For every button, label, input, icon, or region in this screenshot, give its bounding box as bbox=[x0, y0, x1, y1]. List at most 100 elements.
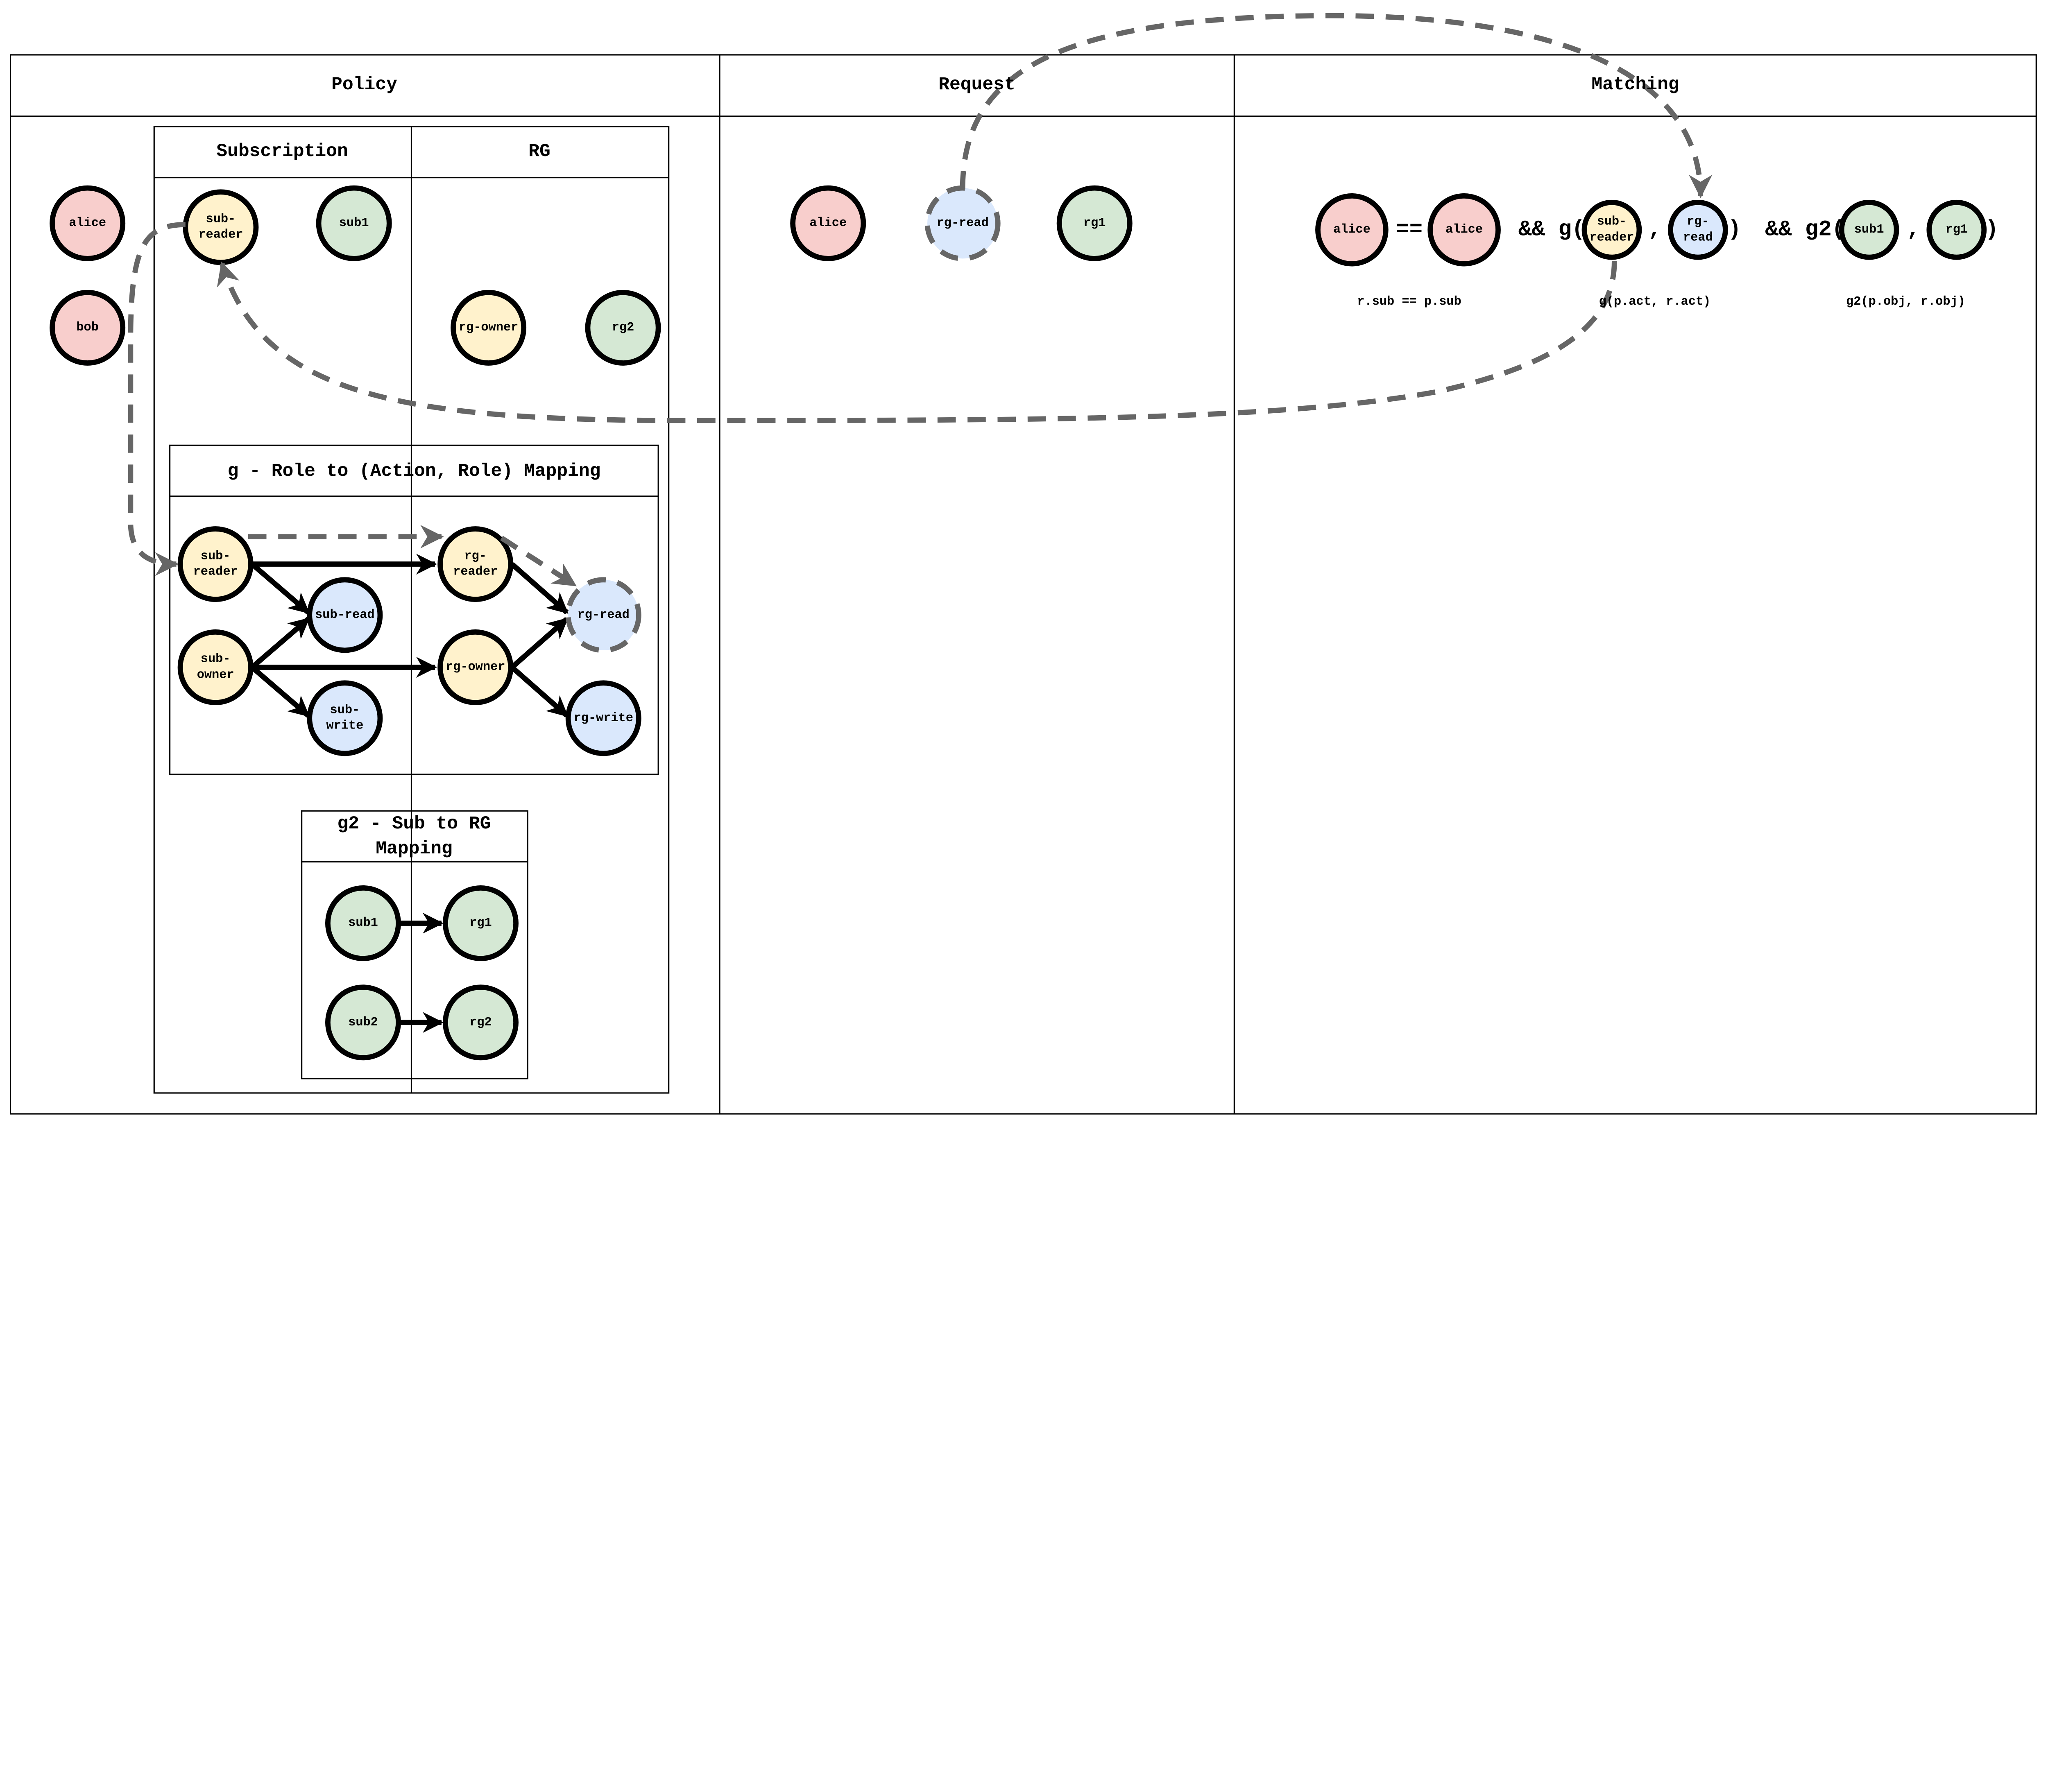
node-label-line: rg-read bbox=[936, 216, 989, 231]
policy-node-label-rg-read: rg-read bbox=[578, 607, 630, 623]
policy-node-sub1 bbox=[316, 185, 392, 261]
matching-node-label-alice: alice bbox=[1333, 222, 1371, 238]
flow-arrows bbox=[128, 13, 1713, 587]
policy-node-label-rg2: rg2 bbox=[469, 1015, 492, 1031]
edge-rg-owner-to-rg-write bbox=[510, 665, 569, 718]
policy-node-rg-read bbox=[565, 577, 641, 653]
flow-request-action-to-matching bbox=[960, 13, 1713, 199]
policy-node-rg1 bbox=[442, 885, 519, 961]
edge-rg-owner-to-rg-read bbox=[510, 617, 569, 670]
policy-node-alice bbox=[50, 185, 126, 261]
diagram-canvas bbox=[9, 13, 2037, 1115]
request-node-label-rg1: rg1 bbox=[1083, 215, 1106, 231]
policy-node-sub-write bbox=[307, 680, 383, 756]
policy-node-label-rg-owner: rg-owner bbox=[446, 659, 505, 675]
node-label-line: sub- bbox=[200, 652, 231, 666]
policy-node-label-sub-reader: sub-reader bbox=[193, 548, 238, 580]
table-border bbox=[9, 54, 2037, 1115]
matching-node-alice bbox=[1315, 193, 1389, 267]
matching-node-sub-reader bbox=[1581, 199, 1642, 260]
node-label-line: sub- bbox=[206, 212, 236, 226]
matching-operator: && g2( bbox=[1765, 217, 1845, 242]
policy-node-rg-owner bbox=[451, 290, 527, 366]
node-label-line: reader bbox=[453, 565, 498, 579]
node-label-line: sub- bbox=[330, 703, 360, 717]
policy-node-label-sub-read: sub-read bbox=[315, 607, 374, 623]
g2-mapping-box bbox=[301, 810, 528, 1079]
node-label-line: reader bbox=[198, 228, 243, 242]
column-header-request: Request bbox=[938, 75, 1015, 95]
policy-node-label-alice: alice bbox=[69, 215, 106, 231]
policy-node-label-sub-write: sub-write bbox=[326, 702, 363, 734]
node-label-line: rg-owner bbox=[445, 660, 505, 674]
lane-header-subscription: Subscription bbox=[216, 141, 348, 162]
matching-node-alice bbox=[1427, 193, 1501, 267]
policy-node-label-sub-reader: sub-reader bbox=[198, 211, 243, 243]
flow-policy-role-to-g-role bbox=[128, 222, 186, 576]
node-label-line: owner bbox=[197, 668, 234, 682]
node-label-line: rg1 bbox=[1945, 222, 1968, 237]
request-node-rg1 bbox=[1056, 185, 1133, 261]
edge-sub-reader-to-sub-read bbox=[250, 562, 310, 615]
main-table bbox=[9, 54, 2037, 1115]
policy-node-sub-read bbox=[307, 577, 383, 653]
policy-node-label-bob: bob bbox=[76, 320, 99, 336]
flow-rg-reader-to-rg-read bbox=[500, 536, 577, 587]
caption-subject-match: r.sub == p.sub bbox=[1357, 294, 1461, 309]
g2-box-border bbox=[301, 810, 528, 1079]
request-node-label-alice: alice bbox=[809, 215, 847, 231]
node-label-line: write bbox=[326, 719, 364, 733]
node-label-line: bob bbox=[76, 321, 99, 335]
policy-node-label-rg-write: rg-write bbox=[573, 710, 633, 726]
column-header-policy: Policy bbox=[331, 75, 397, 95]
policy-node-label-sub2: sub2 bbox=[348, 1015, 378, 1031]
flow-matching-role-to-policy-role bbox=[217, 261, 1617, 423]
matching-node-label-alice: alice bbox=[1445, 222, 1483, 238]
policy-node-label-rg1: rg1 bbox=[469, 915, 492, 931]
node-label-line: sub1 bbox=[339, 216, 369, 231]
caption-object-match: g2(p.obj, r.obj) bbox=[1846, 294, 1965, 309]
matching-node-label-rg-read: rg-read bbox=[1683, 214, 1713, 246]
policy-node-label-rg-owner: rg-owner bbox=[459, 320, 518, 336]
matching-node-rg1 bbox=[1926, 199, 1987, 260]
policy-node-sub-reader bbox=[177, 526, 254, 602]
node-label-line: sub2 bbox=[348, 1015, 378, 1029]
policy-node-sub-owner bbox=[177, 629, 254, 705]
lane-header-rg: RG bbox=[528, 141, 551, 162]
node-label-line: alice bbox=[1333, 222, 1371, 237]
g2-mapping-title-line1: g2 - Sub to RG bbox=[337, 814, 491, 835]
policy-node-rg-write bbox=[565, 680, 641, 756]
policy-node-rg-reader bbox=[437, 526, 514, 602]
policy-node-rg2 bbox=[585, 290, 661, 366]
edge-rg-reader-to-rg-read bbox=[510, 562, 569, 615]
caption-action-match: g(p.act, r.act) bbox=[1599, 294, 1711, 309]
policy-node-bob bbox=[50, 290, 126, 366]
matching-node-label-rg1: rg1 bbox=[1946, 222, 1968, 238]
node-label-line: rg-owner bbox=[458, 321, 519, 335]
policy-node-label-sub1: sub1 bbox=[339, 215, 369, 231]
node-label-line: rg-read bbox=[577, 608, 630, 622]
policy-node-label-sub1: sub1 bbox=[348, 915, 378, 931]
g-mapping-box bbox=[169, 444, 659, 775]
policy-node-sub1 bbox=[325, 885, 401, 961]
node-label-line: rg- bbox=[1687, 215, 1709, 229]
matching-node-label-sub1: sub1 bbox=[1854, 222, 1884, 238]
node-label-line: rg-write bbox=[573, 711, 633, 725]
matching-node-sub1 bbox=[1839, 199, 1899, 260]
g-box-border bbox=[169, 444, 659, 775]
node-label-line: reader bbox=[193, 565, 238, 579]
node-label-line: rg2 bbox=[612, 321, 634, 335]
node-label-line: sub- bbox=[1597, 215, 1627, 229]
node-label-line: alice bbox=[1445, 222, 1483, 237]
node-label-line: sub-read bbox=[315, 608, 375, 622]
matching-operator: ) bbox=[1728, 217, 1741, 242]
node-label-line: alice bbox=[69, 216, 106, 231]
matching-operator: , bbox=[1648, 217, 1662, 242]
edge-sub-owner-to-sub-write bbox=[250, 665, 310, 718]
policy-node-rg-owner bbox=[437, 629, 514, 705]
column-header-matching: Matching bbox=[1591, 75, 1679, 95]
casbin-rbac-diagram: Policy Request Matching Subscription RG … bbox=[9, 13, 2037, 1115]
node-label-line: read bbox=[1683, 231, 1713, 245]
node-label-line: rg1 bbox=[469, 916, 492, 930]
node-label-line: rg1 bbox=[1083, 216, 1106, 231]
